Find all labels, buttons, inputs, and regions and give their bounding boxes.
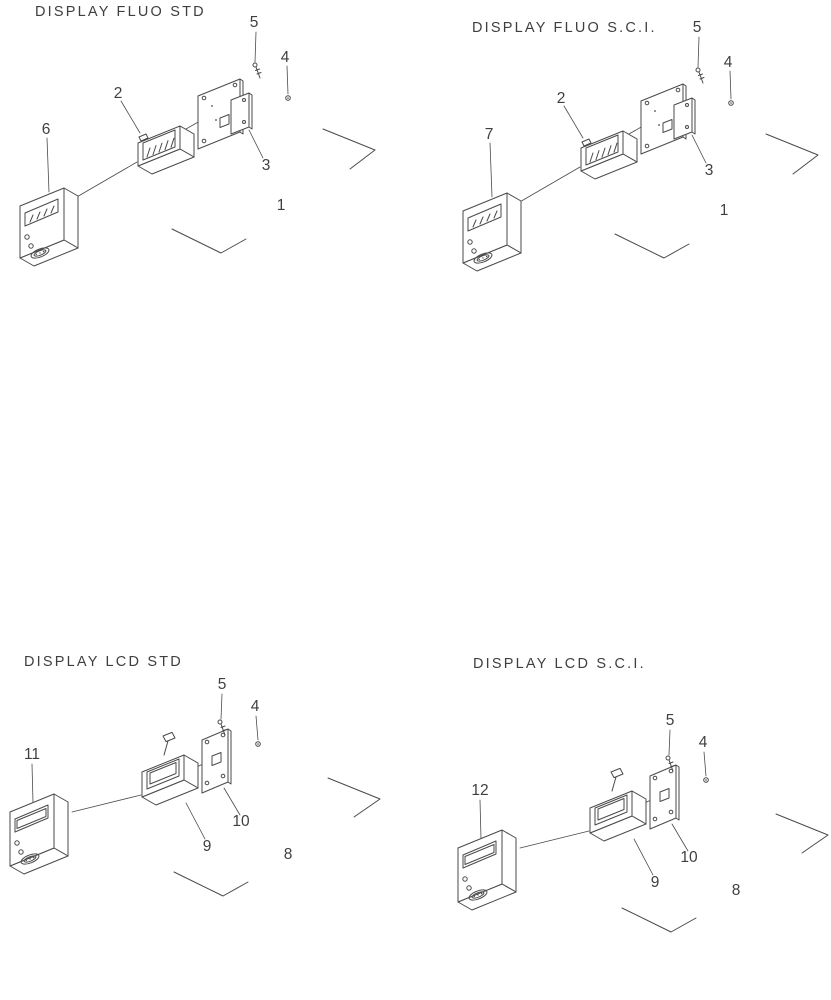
part-number-label: 6 [42, 121, 51, 138]
part-number-label: 8 [284, 846, 293, 863]
part-number-label: 4 [281, 49, 290, 66]
diagram-title: DISPLAY LCD STD [24, 654, 183, 670]
part-number-label: 2 [114, 85, 123, 102]
part-number-label: 3 [262, 157, 271, 174]
exploded-assembly-drawing [457, 729, 829, 933]
diagram-lcd-sci: DISPLAY LCD S.C.I. 5 4 12 9 10 8 [457, 656, 829, 933]
part-number-label: 5 [218, 676, 227, 693]
exploded-assembly-drawing [19, 31, 376, 267]
diagram-title: DISPLAY LCD S.C.I. [473, 656, 646, 672]
exploded-assembly-drawing [462, 36, 819, 272]
diagram-fluo-sci: DISPLAY FLUO S.C.I. 5 4 2 7 3 1 [462, 19, 819, 272]
diagram-fluo-std: DISPLAY FLUO STD 5 4 2 6 3 1 [19, 4, 376, 267]
part-number-label: 12 [471, 782, 488, 799]
diagram-lcd-std: DISPLAY LCD STD 5 4 11 9 10 8 [9, 654, 381, 897]
diagram-title: DISPLAY FLUO STD [35, 4, 206, 20]
part-number-label: 4 [699, 734, 708, 751]
part-number-label: 2 [557, 90, 566, 107]
part-number-label: 5 [666, 712, 675, 729]
diagram-title: DISPLAY FLUO S.C.I. [472, 20, 657, 36]
part-number-label: 10 [232, 813, 250, 830]
part-number-label: 3 [705, 162, 714, 179]
exploded-assembly-drawing [9, 693, 381, 897]
part-number-label: 1 [277, 197, 286, 214]
part-number-label: 9 [203, 838, 212, 855]
part-number-label: 8 [732, 882, 741, 899]
part-number-label: 4 [724, 54, 733, 71]
part-number-label: 7 [485, 126, 494, 143]
part-number-label: 9 [651, 874, 660, 891]
part-number-label: 10 [680, 849, 698, 866]
part-number-label: 11 [24, 746, 40, 763]
part-number-label: 5 [250, 14, 259, 31]
part-number-label: 4 [251, 698, 260, 715]
part-number-label: 5 [693, 19, 702, 36]
part-number-label: 1 [720, 202, 729, 219]
